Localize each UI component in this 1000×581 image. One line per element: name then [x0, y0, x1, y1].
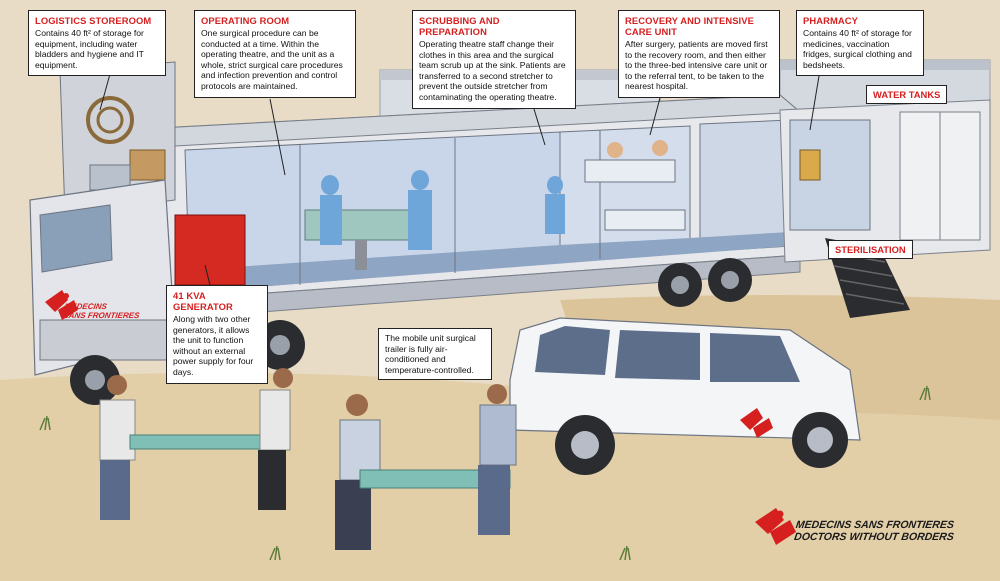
surgical-trailer	[158, 94, 802, 319]
callout-title: 41 KVA GENERATOR	[173, 290, 233, 312]
footer-logo-text: MEDECINS SANS FRONTIERES DOCTORS WITHOUT…	[793, 519, 956, 543]
stretcher-team-left	[99, 368, 293, 520]
callout-scrubbing-preparation: SCRUBBING AND PREPARATION Operating thea…	[412, 10, 576, 109]
callout-pharmacy: PHARMACY Contains 40 ft² of storage for …	[796, 10, 924, 77]
tag-water-tanks: WATER TANKS	[866, 85, 948, 104]
callout-title: PHARMACY	[803, 15, 858, 26]
callout-body: Operating theatre staff change their clo…	[419, 39, 566, 102]
msf-footer-logo-mark	[755, 508, 796, 545]
callout-body: Contains 40 ft² of storage for equipment…	[35, 28, 144, 70]
note-air-conditioned: The mobile unit surgical trailer is full…	[378, 328, 492, 381]
callout-operating-room: OPERATING ROOM One surgical procedure ca…	[194, 10, 356, 98]
callout-body: After surgery, patients are moved first …	[625, 39, 768, 92]
callout-body: Along with two other generators, it allo…	[173, 314, 254, 377]
operating-table-scene	[304, 170, 565, 270]
msf-car-logo-mark	[740, 408, 773, 438]
tag-sterilisation: STERILISATION	[828, 240, 913, 259]
truck-logo-line-1: MEDECINS	[64, 302, 108, 311]
stretcher-team-right	[335, 384, 517, 550]
footer-logo-line-1: MEDECINS SANS FRONTIERES	[795, 519, 955, 531]
desert-tufts	[39, 385, 931, 561]
callout-title: RECOVERY AND INTENSIVE CARE UNIT	[625, 15, 754, 37]
callout-generator: 41 KVA GENERATOR Along with two other ge…	[166, 285, 268, 384]
callout-logistics-storeroom: LOGISTICS STOREROOM Contains 40 ft² of s…	[28, 10, 166, 77]
recovery-beds	[584, 140, 686, 231]
truck-logo-line-2: SANS FRONTIERES	[62, 311, 141, 320]
callout-title: SCRUBBING AND PREPARATION	[419, 15, 500, 37]
callout-title: LOGISTICS STOREROOM	[35, 15, 152, 26]
support-vehicle	[509, 317, 861, 475]
truck-logo-text: MEDECINS SANS FRONTIERES	[63, 302, 142, 320]
truck-cab	[29, 179, 246, 376]
msf-truck-logo-mark	[45, 290, 78, 320]
callout-body: One surgical procedure can be conducted …	[201, 28, 343, 91]
callout-body: Contains 40 ft² of storage for medicines…	[803, 28, 912, 70]
footer-logo-line-2: DOCTORS WITHOUT BORDERS	[793, 531, 955, 543]
callout-title: OPERATING ROOM	[201, 15, 290, 26]
callout-recovery-icu: RECOVERY AND INTENSIVE CARE UNIT After s…	[618, 10, 780, 98]
